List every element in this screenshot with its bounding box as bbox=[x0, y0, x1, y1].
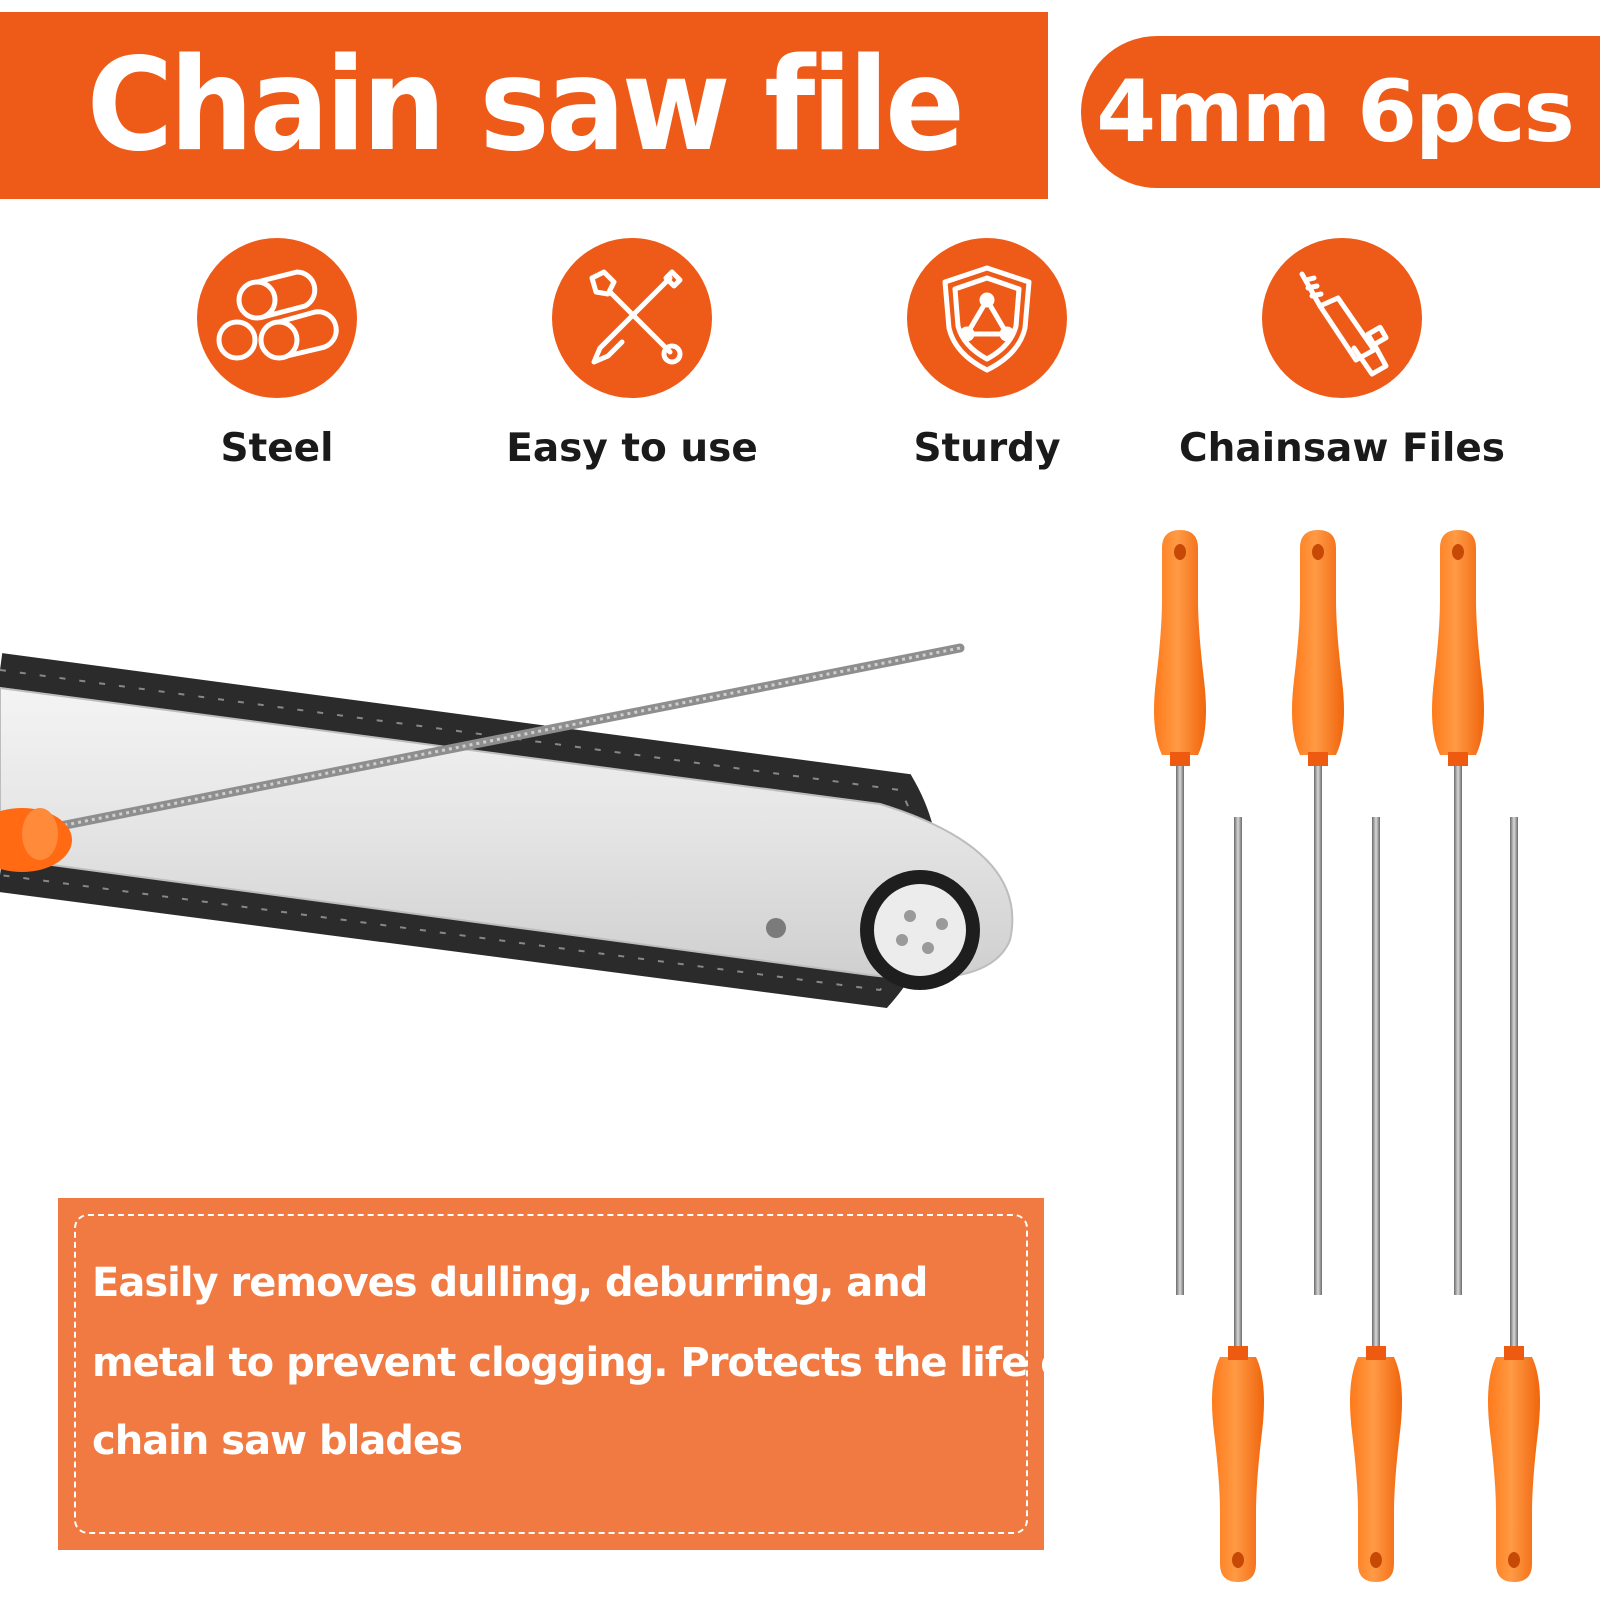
file-1 bbox=[1154, 530, 1206, 1295]
sprocket bbox=[860, 870, 980, 990]
feature-label-steel: Steel bbox=[220, 426, 334, 471]
feature-chainsaw-files: Chainsaw Files bbox=[1179, 238, 1505, 478]
file-5 bbox=[1350, 817, 1402, 1582]
spec-badge: 4mm 6pcs bbox=[1081, 36, 1600, 188]
description-box: Easily removes dulling, deburring, and m… bbox=[58, 1198, 1084, 1550]
wrench-screwdriver-icon bbox=[552, 238, 712, 398]
feature-label-chainsaw-files: Chainsaw Files bbox=[1178, 426, 1505, 471]
feature-label-easy-to-use: Easy to use bbox=[506, 426, 758, 471]
file-3 bbox=[1432, 530, 1484, 1295]
feature-easy-to-use: Easy to use bbox=[506, 238, 758, 478]
feature-sturdy: Sturdy bbox=[867, 238, 1107, 478]
description-line-1: Easily removes dulling, deburring, and bbox=[92, 1260, 928, 1306]
file-2 bbox=[1292, 530, 1344, 1295]
shield-icon bbox=[907, 238, 1067, 398]
feature-steel: Steel bbox=[157, 238, 397, 478]
logs-icon bbox=[197, 238, 357, 398]
file-handle bbox=[0, 808, 72, 872]
chainsaw-files-image bbox=[1140, 530, 1600, 1600]
description-line-3: chain saw blades bbox=[92, 1418, 463, 1464]
description-border bbox=[74, 1214, 1028, 1534]
feature-label-sturdy: Sturdy bbox=[913, 426, 1061, 471]
chainsaw-bar-image bbox=[0, 520, 1110, 1160]
spec-text: 4mm 6pcs bbox=[1096, 62, 1575, 162]
description-line-2: metal to prevent clogging. Protects the … bbox=[92, 1340, 1084, 1386]
file-6 bbox=[1488, 817, 1540, 1582]
drill-icon bbox=[1262, 238, 1422, 398]
file-4 bbox=[1212, 817, 1264, 1582]
title-banner: Chain saw file bbox=[0, 12, 1048, 199]
page-title: Chain saw file bbox=[86, 31, 965, 180]
